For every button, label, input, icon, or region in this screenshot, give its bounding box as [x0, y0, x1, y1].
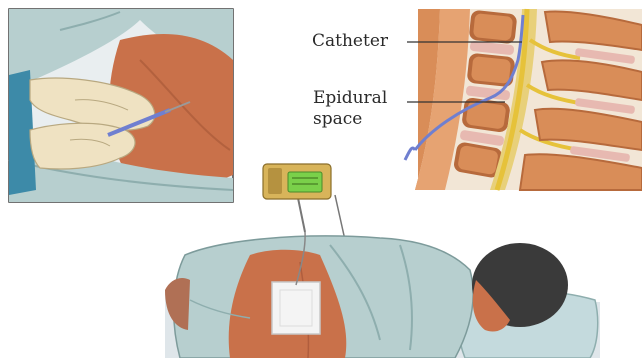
needle-insertion-inset [9, 9, 233, 202]
catheter-label: Catheter [312, 32, 388, 51]
patient-lying [165, 232, 600, 358]
epidural-space-label-line1: Epidural [313, 89, 387, 108]
spine-cross-section [405, 9, 642, 190]
infusion-pump [263, 164, 345, 240]
epidural-space-label-line2: space [313, 110, 362, 129]
